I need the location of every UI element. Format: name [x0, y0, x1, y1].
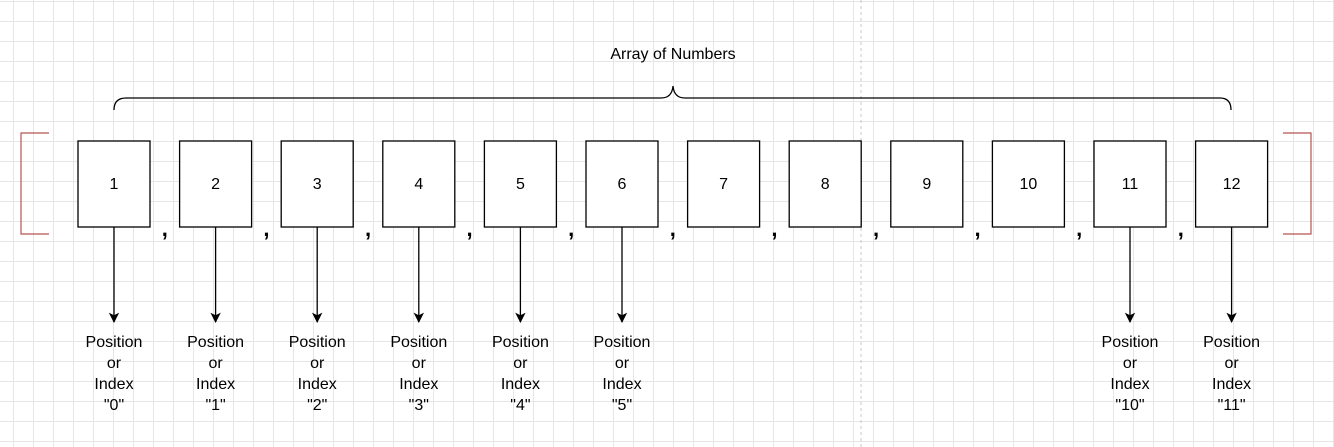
element-box: [686, 140, 761, 228]
index-label-line: Position: [86, 334, 143, 351]
comma-separator: ,: [568, 216, 574, 241]
array-element: 9: [890, 140, 964, 228]
array-element: 4: [382, 140, 456, 228]
array-element: 11: [1093, 140, 1167, 228]
element-value: 2: [211, 176, 220, 193]
index-label-line: Position: [187, 334, 244, 351]
array-element: 5: [483, 140, 558, 228]
index-label-line: Index: [1110, 376, 1149, 393]
element-value: 9: [922, 176, 931, 193]
index-label-line: or: [412, 355, 427, 372]
element-value: 5: [516, 176, 525, 193]
diagram-title: Array of Numbers: [610, 46, 735, 63]
index-label-line: or: [513, 355, 528, 372]
element-box: [585, 140, 659, 228]
element-box: [382, 140, 456, 228]
index-label-line: Position: [594, 334, 651, 351]
array-element: 12: [1194, 140, 1269, 228]
index-label-line: Index: [196, 376, 235, 393]
comma-separator: ,: [670, 216, 676, 241]
element-box: [890, 140, 964, 228]
element-value: 8: [821, 176, 830, 193]
element-box: [178, 140, 253, 228]
element-value: 11: [1122, 176, 1139, 193]
comma-separator: ,: [975, 216, 981, 241]
element-box: [483, 140, 558, 228]
index-label-line: or: [1224, 355, 1239, 372]
index-label-line: "4": [510, 397, 530, 414]
index-label-line: "0": [104, 397, 124, 414]
array-element: 2: [178, 140, 253, 228]
index-label-line: Index: [602, 376, 641, 393]
right-square-bracket: [1283, 132, 1312, 235]
index-label-line: Index: [1212, 376, 1251, 393]
comma-separator: ,: [1076, 216, 1082, 241]
index-label-line: "3": [409, 397, 429, 414]
element-value: 3: [313, 176, 322, 193]
comma-separator: ,: [162, 216, 168, 241]
index-label-line: Index: [298, 376, 337, 393]
index-label-line: "10": [1115, 397, 1144, 414]
element-value: 7: [719, 176, 728, 193]
element-box: [788, 140, 862, 228]
index-arrows: [108, 227, 1237, 324]
index-label-line: or: [1123, 355, 1138, 372]
comma-separator: ,: [467, 216, 473, 241]
comma-separator: ,: [1178, 216, 1184, 241]
index-label-line: Index: [501, 376, 540, 393]
element-value: 10: [1020, 176, 1038, 193]
index-label-line: Position: [390, 334, 447, 351]
array-element: 3: [280, 140, 354, 228]
index-label-line: or: [615, 355, 630, 372]
element-value: 6: [618, 176, 627, 193]
array-element: 10: [991, 140, 1066, 228]
comma-separator: ,: [771, 216, 777, 241]
array-element: 1: [77, 140, 151, 228]
element-value: 4: [414, 176, 423, 193]
element-box: [1093, 140, 1167, 228]
left-square-bracket: [20, 132, 49, 235]
array-element: 7: [686, 140, 761, 228]
index-label-line: "11": [1218, 397, 1246, 414]
index-label-line: Position: [1203, 334, 1260, 351]
index-label-line: Index: [94, 376, 133, 393]
comma-separator: ,: [365, 216, 371, 241]
index-label-line: "2": [307, 397, 327, 414]
index-label-line: Position: [1102, 334, 1159, 351]
index-label-line: Index: [399, 376, 438, 393]
index-label-line: or: [310, 355, 325, 372]
element-box: [991, 140, 1066, 228]
index-label-line: "5": [612, 397, 632, 414]
index-label-line: "1": [205, 397, 225, 414]
comma-separator: ,: [263, 216, 269, 241]
array-separators: ,,,,,,,,,,,: [162, 216, 1184, 241]
array-curly-brace: [113, 85, 1232, 111]
index-label-line: Position: [289, 334, 346, 351]
index-label-line: Position: [492, 334, 549, 351]
element-value: 12: [1223, 176, 1241, 193]
index-label-line: or: [208, 355, 223, 372]
index-label-line: or: [107, 355, 122, 372]
comma-separator: ,: [873, 216, 879, 241]
array-element: 8: [788, 140, 862, 228]
element-value: 1: [110, 176, 119, 193]
element-box: [1194, 140, 1269, 228]
array-element: 6: [585, 140, 659, 228]
